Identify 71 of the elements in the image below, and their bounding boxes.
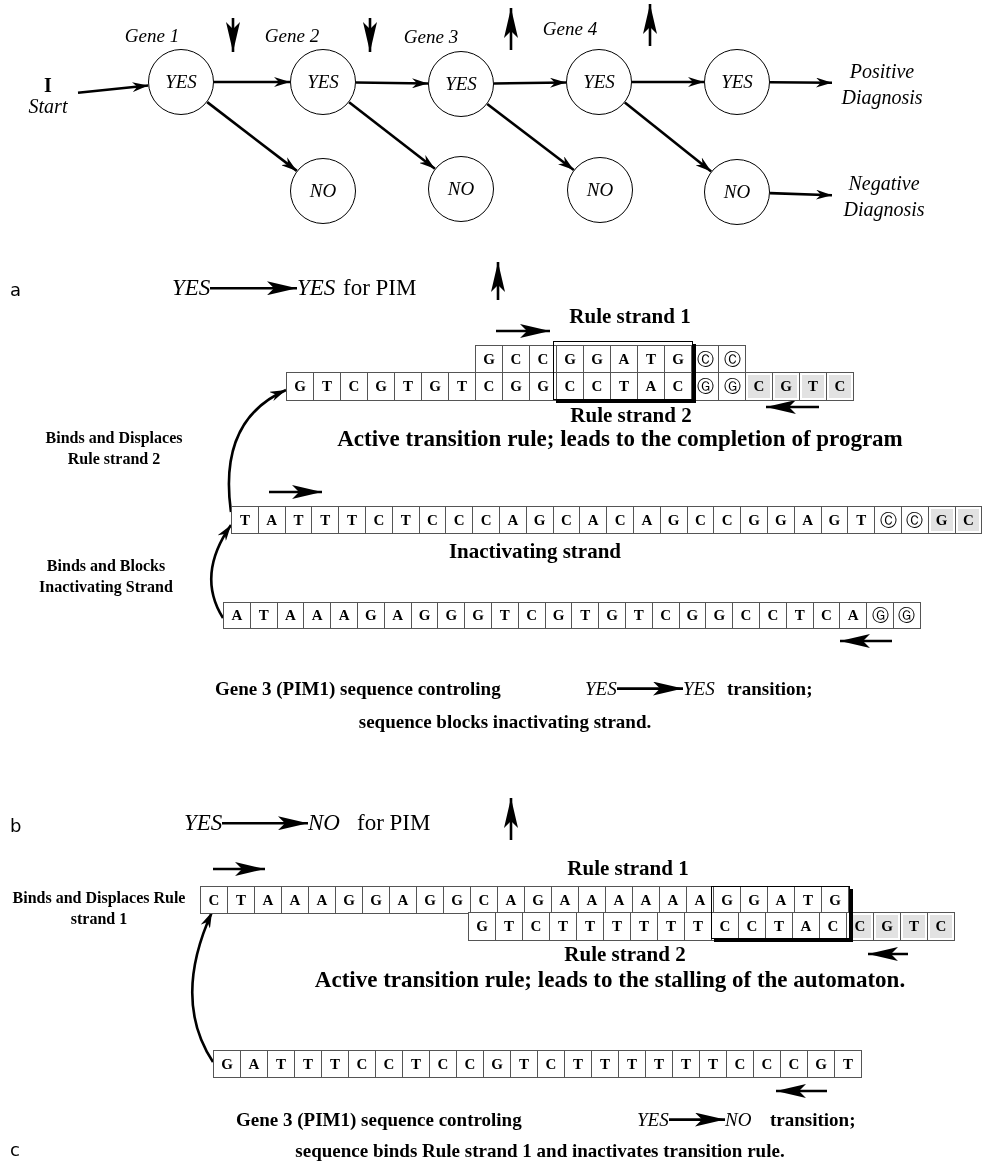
arrow	[624, 101, 712, 173]
dna-strand: G A T T T C C T C C G T C T T T T T T C C C G T	[213, 1050, 862, 1078]
state-circle: NO	[290, 158, 356, 224]
start-label: Start	[28, 96, 68, 117]
arrow	[348, 101, 436, 170]
gene-label: Gene 3	[403, 26, 459, 47]
strand-label: Rule strand 1	[567, 857, 689, 880]
dna-strand: T A T T T C T C C C A G C A C A G C C G G A G T Ⓒ Ⓒ G C	[231, 506, 983, 534]
arrow	[356, 78, 428, 89]
edge-label: Binds and Displaces Rule strand 1	[11, 888, 187, 929]
arrow	[210, 281, 297, 296]
state-word: YES	[297, 276, 336, 301]
arrow	[617, 681, 683, 696]
arrow	[770, 77, 832, 88]
dna-strand: G T C T T T T T T C C T A C C G T C	[468, 912, 955, 941]
state-word: YES	[184, 811, 223, 836]
outcome-label: Negative Diagnosis	[832, 170, 936, 222]
heading-text: for PIM	[357, 811, 431, 836]
arrow	[77, 82, 149, 95]
state-word: YES	[683, 678, 715, 699]
state-circle: YES	[428, 51, 494, 117]
state-circle: YES	[704, 49, 770, 115]
caption-text: Gene 3 (PIM1) sequence controling	[215, 678, 501, 699]
panel-letter: c	[10, 1141, 20, 1161]
panel-letter: a	[10, 281, 22, 301]
state-circle: NO	[704, 159, 770, 225]
state-circle: YES	[566, 49, 632, 115]
arrow	[494, 77, 566, 88]
arrow	[210, 524, 233, 619]
caption-text: sequence binds Rule strand 1 and inactivates transition rule.	[295, 1140, 785, 1161]
arrow	[222, 816, 308, 831]
panel-letter: b	[10, 817, 22, 837]
arrow	[206, 101, 298, 172]
caption-text: Active transition rule; leads to the completion of program	[337, 427, 903, 452]
arrow	[227, 388, 287, 513]
dna-strand: G T C G T G T C G G C C T A C Ⓖ Ⓖ C G T C	[286, 372, 854, 401]
caption-text: Active transition rule; leads to the stalling of the automaton.	[314, 968, 906, 993]
edge-label: Binds and Blocks Inactivating Strand	[38, 556, 174, 598]
arrow	[669, 1112, 725, 1127]
dna-strand: C T A A A G G A G G C A G A A A A A A G G A T G	[200, 886, 849, 914]
state-word: YES	[637, 1109, 669, 1130]
outcome-label: Positive Diagnosis	[832, 58, 932, 110]
caption-text: transition;	[727, 678, 813, 699]
strand-label: Rule strand 2	[564, 943, 686, 966]
state-word: NO	[725, 1109, 752, 1130]
edge-label: Binds and Displaces Rule strand 2	[44, 428, 184, 469]
arrow	[486, 102, 575, 172]
state-circle: YES	[148, 49, 214, 115]
state-word: NO	[308, 811, 340, 836]
gene-label: Gene 1	[124, 25, 180, 46]
strand-label: Inactivating strand	[448, 540, 622, 563]
arrow	[769, 189, 833, 200]
caption-text: sequence blocks inactivating strand.	[358, 711, 652, 732]
arrow	[632, 77, 704, 87]
state-circle: NO	[567, 157, 633, 223]
state-circle: NO	[428, 156, 494, 222]
gene-label: Gene 2	[264, 25, 320, 46]
gene-label: Gene 4	[542, 18, 598, 39]
caption-text: Gene 3 (PIM1) sequence controling	[236, 1109, 522, 1130]
state-circle: YES	[290, 49, 356, 115]
state-word: YES	[585, 678, 617, 699]
dna-strand: G C C G G A T G Ⓒ Ⓒ	[475, 345, 746, 374]
arrow	[191, 911, 215, 1063]
strand-label: Rule strand 1	[569, 305, 691, 328]
arrow	[214, 77, 290, 87]
heading-text: for PIM	[343, 276, 417, 301]
state-word: YES	[172, 276, 211, 301]
start-marker: I	[44, 75, 52, 96]
dna-strand: A T A A A G A G G G T C G T G T C G G C C T C A Ⓖ Ⓖ	[223, 602, 921, 629]
caption-text: transition;	[770, 1109, 856, 1130]
strand-label: Rule strand 2	[570, 404, 692, 427]
